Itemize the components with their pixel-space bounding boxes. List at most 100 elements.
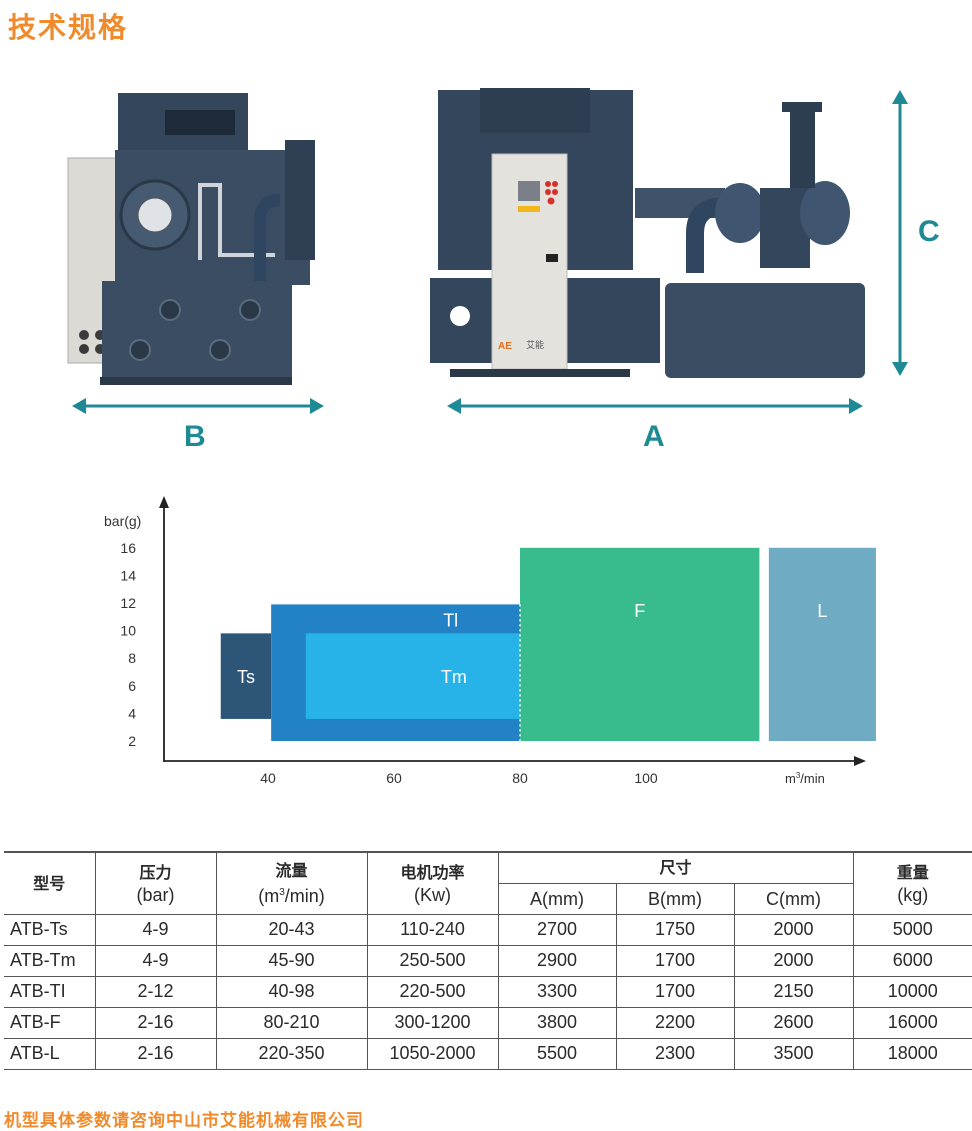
series-label-l: L [817, 601, 827, 621]
vent-grille [165, 110, 235, 135]
cell-flow: 40-98 [215, 975, 368, 1008]
series-label-tl: Tl [443, 610, 458, 630]
cell-b: 1750 [615, 913, 735, 946]
cell-flow: 20-43 [215, 913, 368, 946]
cell-model: ATB-L [4, 1037, 96, 1070]
dimension-label-a: A [643, 420, 665, 453]
cell-c: 2000 [733, 913, 854, 946]
range-rect-l [768, 547, 876, 741]
control-buttons [545, 181, 558, 205]
motor-top-cover [480, 88, 590, 133]
port-hole [450, 306, 470, 326]
cell-power: 110-240 [366, 913, 499, 946]
cell-flow: 220-350 [215, 1037, 368, 1070]
cell-power: 220-500 [366, 975, 499, 1008]
cell-model: ATB-TI [4, 975, 96, 1008]
cell-c: 2600 [733, 1006, 854, 1039]
y-tick-label: 6 [128, 678, 136, 694]
x-tick-label: 60 [386, 770, 402, 786]
cell-model: ATB-F [4, 1006, 96, 1039]
x-tick-label: 100 [634, 770, 658, 786]
front-view-illustration: 艾能 AE [430, 88, 865, 378]
cell-power: 300-1200 [366, 1006, 499, 1039]
x-axis-arrow [854, 756, 866, 766]
dimension-arrow-a [447, 398, 863, 414]
pipe [198, 183, 275, 260]
warning-label [518, 206, 540, 212]
y-axis-label: bar(g) [104, 513, 141, 529]
header-size-b: B(mm) [615, 882, 735, 915]
series-label-f: F [634, 601, 645, 621]
y-tick-label: 2 [128, 733, 136, 749]
cell-pressure: 4-9 [94, 913, 217, 946]
header-pressure: 压力(bar) [94, 851, 217, 915]
header-flow: 流量(m3/min) [215, 851, 368, 915]
y-axis-arrow [159, 496, 169, 508]
y-tick-label: 16 [120, 540, 136, 556]
series-label-tm: Tm [441, 667, 467, 687]
machine-feet [100, 377, 292, 385]
cell-a: 3300 [497, 975, 617, 1008]
cooler-tank [665, 283, 865, 378]
header-weight: 重量(kg) [852, 851, 972, 915]
cell-power: 1050-2000 [366, 1037, 499, 1070]
header-power: 电机功率(Kw) [366, 851, 499, 915]
x-axis-label: m3/min [785, 771, 825, 786]
feet [450, 369, 630, 377]
cell-weight: 18000 [852, 1037, 972, 1070]
logo-text: 艾能 [526, 339, 544, 350]
switch [546, 254, 558, 262]
cell-c: 3500 [733, 1037, 854, 1070]
cell-weight: 6000 [852, 944, 972, 977]
cell-pressure: 4-9 [94, 944, 217, 977]
header-size: 尺寸 [497, 851, 854, 884]
side-view-illustration [67, 93, 315, 385]
cell-b: 2200 [615, 1006, 735, 1039]
cell-b: 1700 [615, 975, 735, 1008]
y-tick-label: 4 [128, 705, 136, 721]
x-tick-label: 40 [260, 770, 276, 786]
header-size-c: C(mm) [733, 882, 853, 915]
header-size-a: A(mm) [498, 882, 617, 915]
cell-a: 5500 [497, 1037, 617, 1070]
intake-pipe [790, 108, 815, 188]
y-tick-label: 10 [120, 623, 136, 639]
logo-mark: AE [498, 341, 512, 352]
header-model: 型号 [4, 851, 96, 915]
cell-flow: 45-90 [215, 944, 368, 977]
cell-a: 3800 [497, 1006, 617, 1039]
y-tick-label: 14 [120, 567, 136, 583]
dimension-arrow-b [72, 398, 324, 414]
cell-a: 2700 [497, 913, 617, 946]
cell-power: 250-500 [366, 944, 499, 977]
dimension-label-c: C [918, 215, 940, 248]
x-tick-label: 80 [512, 770, 528, 786]
y-tick-label: 12 [120, 595, 136, 611]
cell-model: ATB-Ts [4, 913, 96, 946]
spec-table: 型号 压力(bar) 流量(m3/min) 电机功率(Kw) 尺寸 重量(kg)… [4, 851, 972, 1070]
elbow-pipe [254, 194, 281, 285]
range-rect-f [520, 547, 760, 741]
gearbox [760, 188, 810, 268]
footer-note: 机型具体参数请咨询中山市艾能机械有限公司 [4, 1111, 364, 1131]
cell-b: 2300 [615, 1037, 735, 1070]
intake-flange [782, 102, 822, 112]
machine-base [102, 281, 292, 381]
cell-weight: 16000 [852, 1006, 972, 1039]
side-panel [285, 140, 315, 260]
cell-weight: 5000 [852, 913, 972, 946]
cell-b: 1700 [615, 944, 735, 977]
cell-flow: 80-210 [215, 1006, 368, 1039]
series-label-ts: Ts [237, 667, 255, 687]
y-tick-label: 8 [128, 650, 136, 666]
cell-pressure: 2-12 [94, 975, 217, 1008]
compressor-volute [715, 183, 765, 243]
cell-pressure: 2-16 [94, 1006, 217, 1039]
flange-ports [129, 299, 261, 361]
